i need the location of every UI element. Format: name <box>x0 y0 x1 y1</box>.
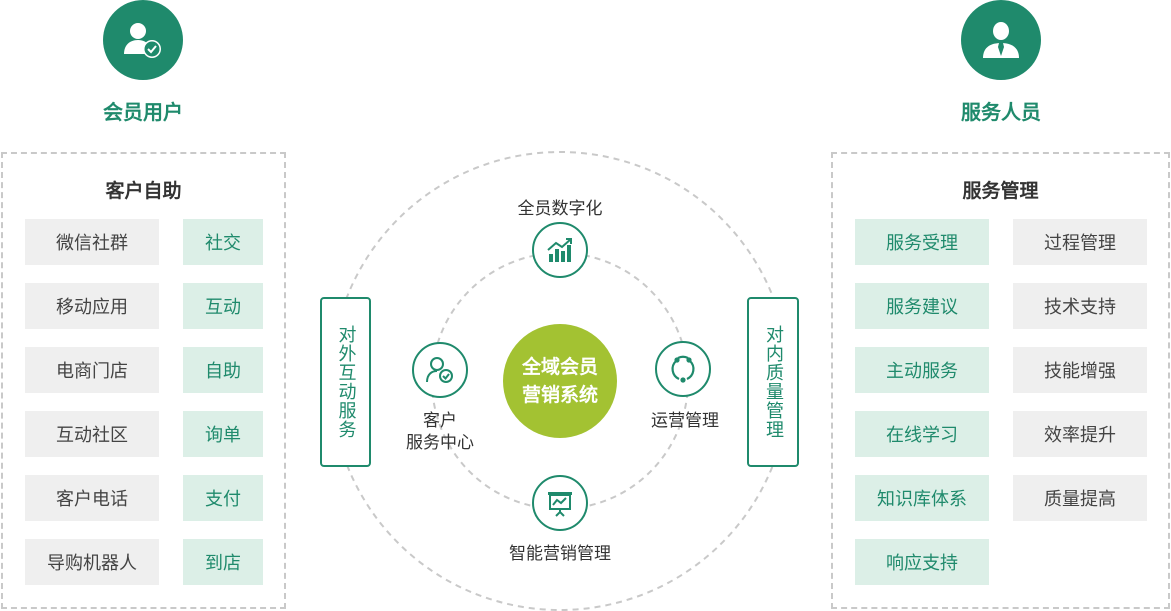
external-interaction-tag: 对外互动服务 <box>320 297 371 467</box>
channel-cell: 互动社区 <box>25 411 159 457</box>
management-cell: 技能增强 <box>1013 347 1147 393</box>
service-cell: 服务受理 <box>855 219 989 265</box>
service-cell: 知识库体系 <box>855 475 989 521</box>
channel-cell: 微信社群 <box>25 219 159 265</box>
action-cell: 到店 <box>183 539 263 585</box>
node-label-right: 运营管理 <box>651 411 719 431</box>
action-cell: 互动 <box>183 283 263 329</box>
chart-growth-icon <box>547 238 572 262</box>
member-user-avatar <box>103 0 183 80</box>
panel-title: 客户自助 <box>105 180 182 202</box>
customer-self-service-panel: 客户自助 微信社群 移动应用 电商门店 互动社区 客户电话 导购机器人 社交 互… <box>1 152 286 609</box>
management-cell: 质量提高 <box>1013 475 1147 521</box>
presentation-board-icon <box>548 492 572 517</box>
action-cell: 社交 <box>183 219 263 265</box>
node-label-left-line2: 服务中心 <box>406 433 474 453</box>
management-cell: 效率提升 <box>1013 411 1147 457</box>
core-title-line2: 营销系统 <box>521 384 598 406</box>
service-cell: 服务建议 <box>855 283 989 329</box>
cycle-icon <box>671 355 695 383</box>
management-cell: 技术支持 <box>1013 283 1147 329</box>
node-label-top: 全员数字化 <box>517 199 603 219</box>
node-label-bottom: 智能营销管理 <box>509 544 611 564</box>
staff-user-title: 服务人员 <box>961 100 1041 124</box>
action-cell: 支付 <box>183 475 263 521</box>
service-management-panel: 服务管理 服务受理 服务建议 主动服务 在线学习 知识库体系 响应支持 过程管理… <box>831 152 1170 609</box>
node-bottom <box>532 475 588 531</box>
staff-user-avatar <box>961 0 1041 80</box>
internal-quality-tag-label: 对内质量管理 <box>763 325 784 439</box>
channel-cell: 导购机器人 <box>25 539 159 585</box>
node-right <box>655 341 711 397</box>
node-top <box>532 222 588 278</box>
core-system-circle: 全域会员 营销系统 <box>503 324 617 438</box>
customer-service-icon <box>426 357 453 383</box>
channel-cell: 移动应用 <box>25 283 159 329</box>
internal-quality-tag: 对内质量管理 <box>747 297 799 467</box>
staff-user-tie-icon <box>983 22 1019 58</box>
service-cell: 响应支持 <box>855 539 989 585</box>
member-user-title: 会员用户 <box>103 100 183 124</box>
channel-cell: 客户电话 <box>25 475 159 521</box>
external-interaction-tag-label: 对外互动服务 <box>335 325 357 439</box>
management-cell: 过程管理 <box>1013 219 1147 265</box>
channel-cell: 电商门店 <box>25 347 159 393</box>
service-cell: 主动服务 <box>855 347 989 393</box>
node-left <box>412 342 468 398</box>
node-label-left-line1: 客户 <box>423 411 457 431</box>
service-cell: 在线学习 <box>855 411 989 457</box>
panel-title: 服务管理 <box>962 180 1039 202</box>
core-title-line1: 全域会员 <box>521 356 598 378</box>
member-user-check-icon <box>124 23 161 58</box>
action-cell: 询单 <box>183 411 263 457</box>
action-cell: 自助 <box>183 347 263 393</box>
